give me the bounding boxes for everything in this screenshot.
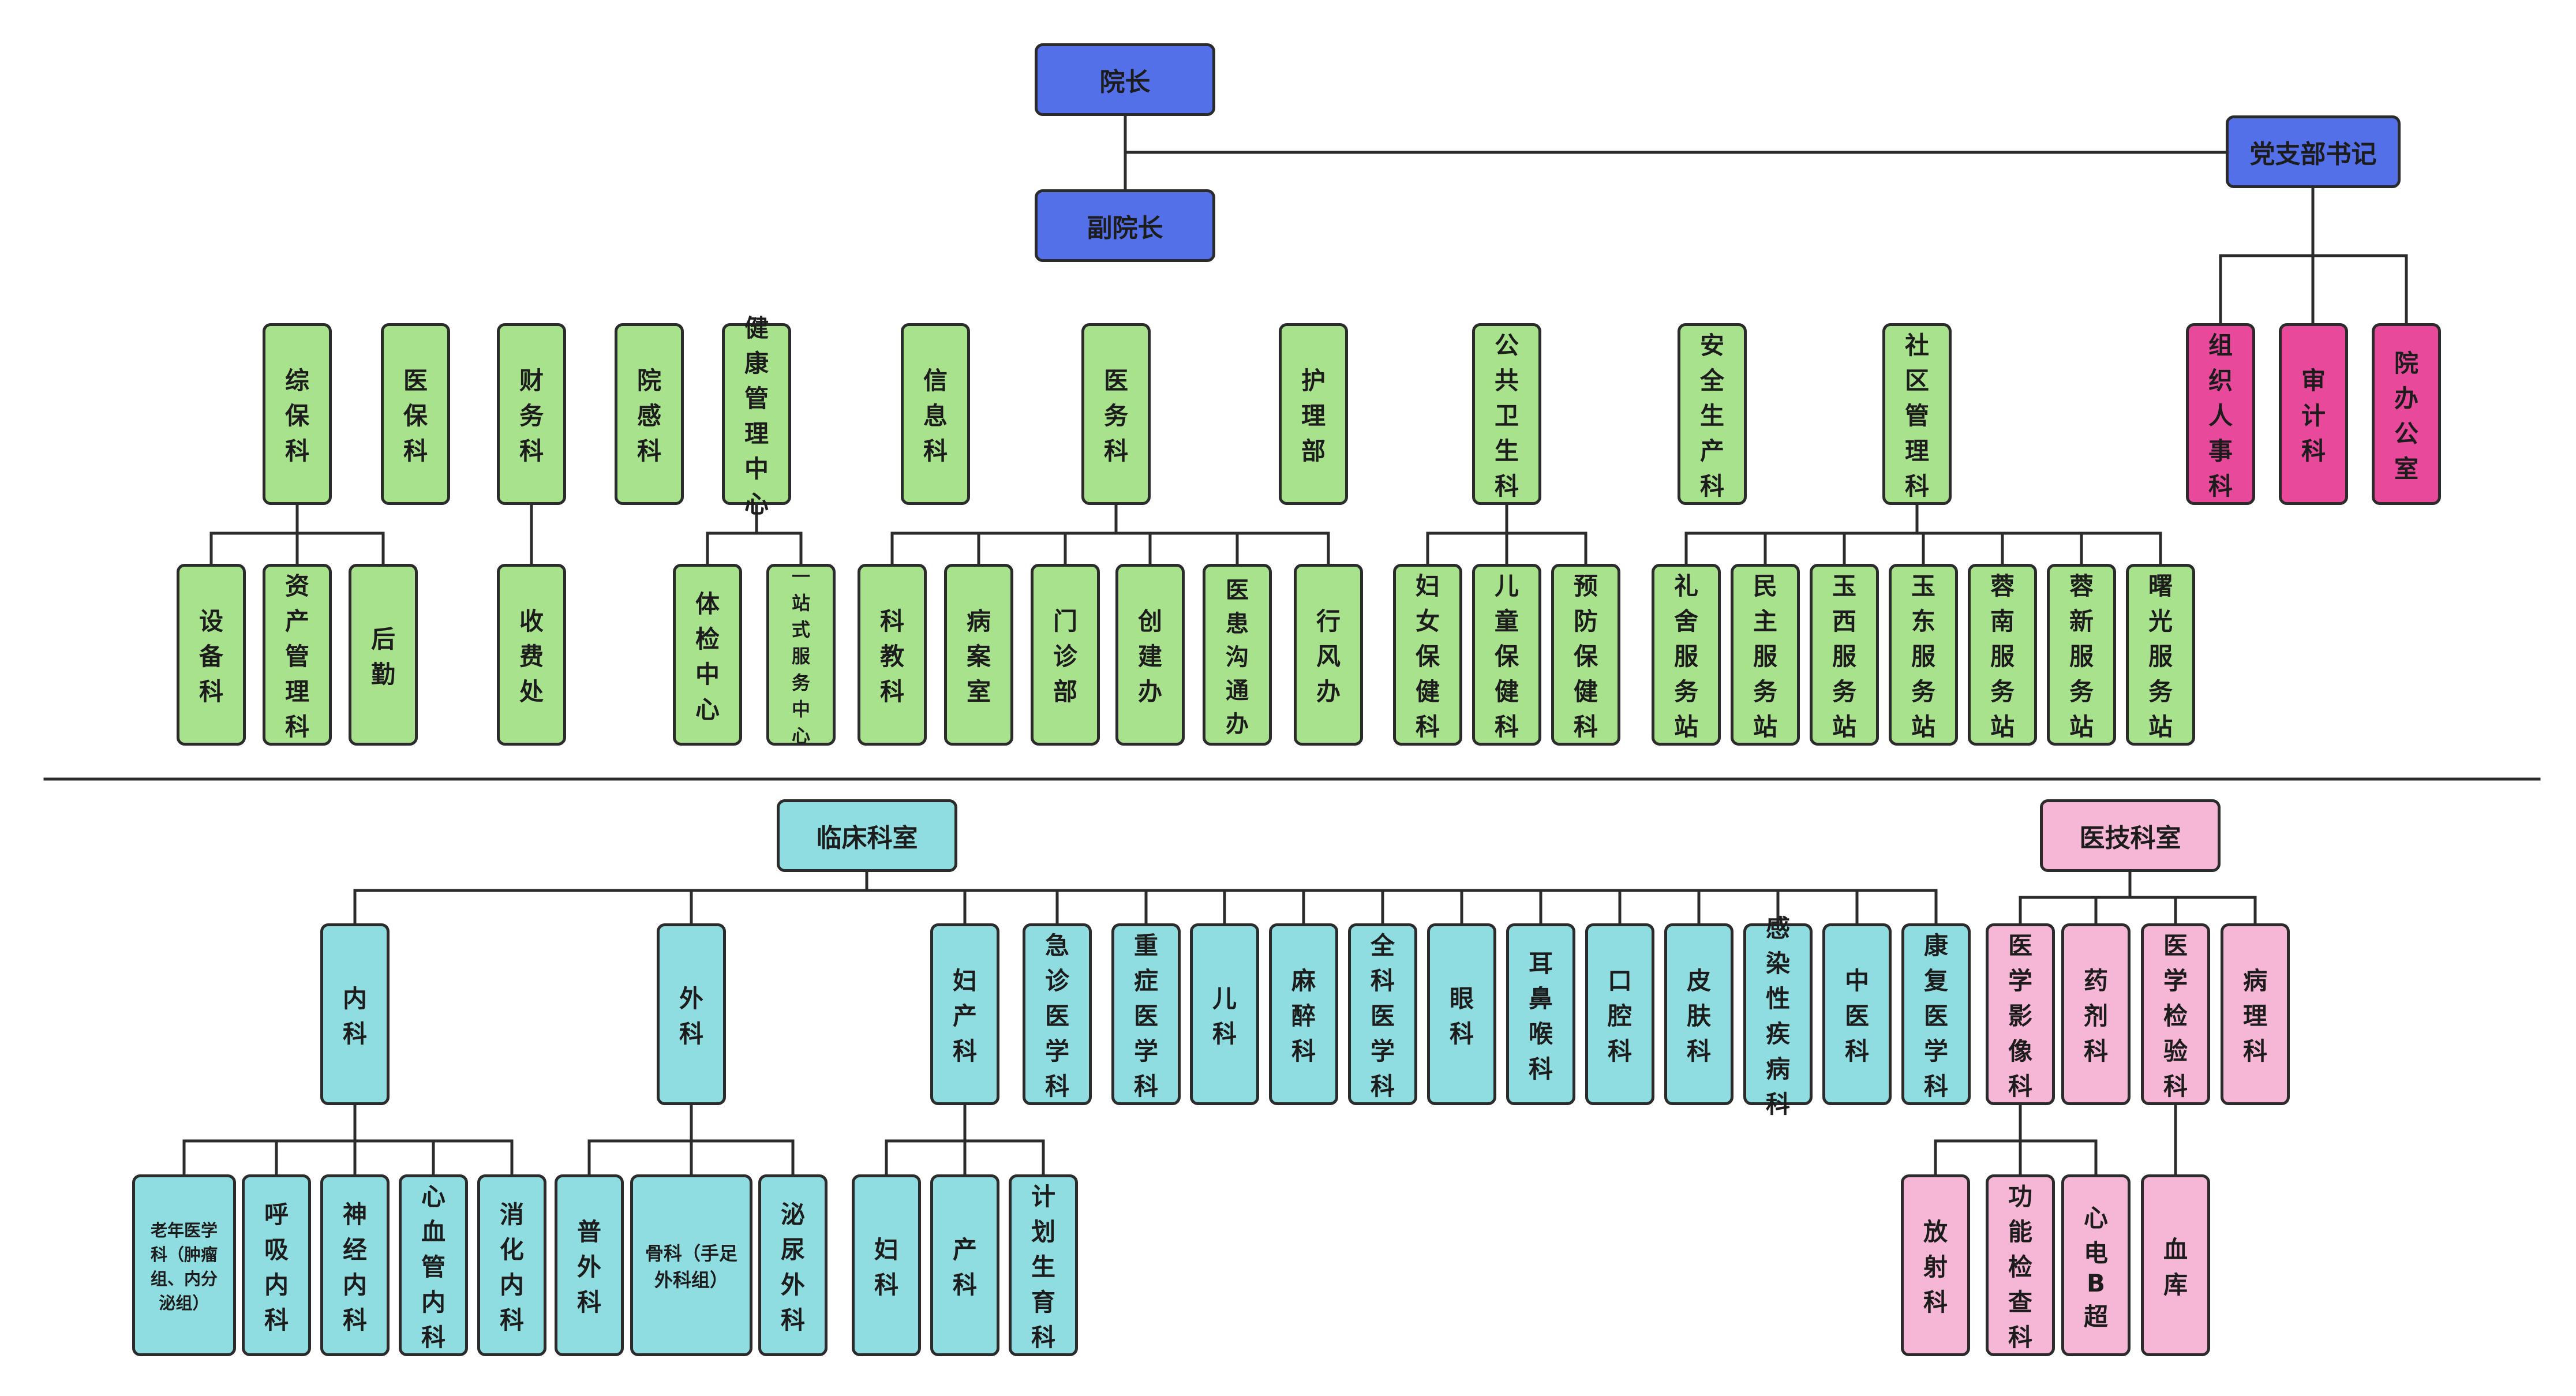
node-vice-president: 副院长 [1035,189,1215,262]
node-menzhen: 门诊部 [1031,564,1100,746]
node-caiwu: 财务科 [497,323,566,505]
node-chuangjian: 创建办 [1115,564,1185,746]
node-yanke: 眼科 [1427,923,1496,1105]
node-yuangan: 院感科 [615,323,684,505]
node-yuanban: 院办公室 [2372,323,2441,505]
node-fuke: 妇科 [852,1174,921,1356]
node-yihuan: 医患沟通办 [1203,564,1272,746]
node-rongxin: 蓉新服务站 [2047,564,2116,746]
node-ganran: 感染性疾病科 [1743,914,1813,1118]
node-yaoji: 药剂科 [2061,923,2131,1105]
node-pifu: 皮肤科 [1664,923,1733,1105]
node-huli: 护理部 [1279,323,1348,505]
node-yiwu: 医务科 [1081,323,1151,505]
node-zichan: 资产管理科 [263,564,332,746]
node-yibao: 医保科 [381,323,450,505]
node-mazui: 麻醉科 [1269,923,1338,1105]
node-shoufei: 收费处 [497,564,566,746]
node-jizhen: 急诊医学科 [1023,923,1092,1105]
node-lishe: 礼舍服务站 [1652,564,1721,746]
node-tijian: 体检中心 [673,564,742,746]
node-bingan: 病案室 [944,564,1013,746]
node-fuchan: 妇产科 [930,923,999,1105]
node-gongneng: 功能检查科 [1986,1174,2055,1356]
node-shenjing: 神经内科 [320,1174,390,1356]
node-yufang: 预防保健科 [1551,564,1620,746]
node-erke: 儿科 [1190,923,1259,1105]
node-funv: 妇女保健科 [1393,564,1462,746]
node-ertong: 儿童保健科 [1472,564,1541,746]
node-yingxiang: 医学影像科 [1986,923,2055,1105]
node-xinxi: 信息科 [901,323,970,505]
node-houqin: 后勤 [349,564,418,746]
node-party-secretary: 党支部书记 [2226,115,2401,188]
node-zhongzheng: 重症医学科 [1111,923,1181,1105]
node-chanke: 产科 [930,1174,999,1356]
node-xinxueguan: 心血管内科 [399,1174,468,1356]
node-quanke: 全科医学科 [1348,923,1417,1105]
node-medtech-root: 医技科室 [2040,799,2221,872]
node-kangfu: 康复医学科 [1901,923,1971,1105]
node-shuguang: 曙光服务站 [2126,564,2195,746]
node-kejiao: 科教科 [858,564,927,746]
node-huxi: 呼吸内科 [242,1174,311,1356]
node-jiankang: 健康管理中心 [722,314,791,518]
node-yudong: 玉东服务站 [1889,564,1958,746]
node-shenji: 审计科 [2279,323,2348,505]
node-zongbao: 综保科 [263,323,332,505]
node-guke: 骨科（手足外科组） [630,1174,752,1356]
node-kouqiang: 口腔科 [1585,923,1654,1105]
node-anquan: 安全生产科 [1678,323,1747,505]
node-shequ: 社区管理科 [1882,323,1952,505]
node-bingli: 病理科 [2221,923,2290,1105]
node-yuxi: 玉西服务站 [1810,564,1879,746]
node-xiaohua: 消化内科 [477,1174,546,1356]
node-minzhu: 民主服务站 [1731,564,1800,746]
node-xueku: 血库 [2141,1174,2210,1356]
node-laonian: 老年医学科（肿瘤组、内分泌组） [132,1174,236,1356]
node-erbihou: 耳鼻喉科 [1506,923,1575,1105]
node-xindian: 心电B超 [2061,1174,2131,1356]
node-miniao: 泌尿外科 [758,1174,828,1356]
node-zhongyi: 中医科 [1822,923,1892,1105]
node-jihua: 计划生育科 [1009,1174,1078,1356]
node-xingfeng: 行风办 [1294,564,1363,746]
node-jianyan: 医学检验科 [2141,923,2210,1105]
node-yizhan: 一站式服务中心 [766,564,836,747]
node-gonggong: 公共卫生科 [1472,323,1541,505]
node-shebei: 设备科 [177,564,246,746]
node-president: 院长 [1035,43,1215,116]
node-waike: 外科 [657,923,726,1105]
node-clinical-root: 临床科室 [777,799,957,872]
node-rongnan: 蓉南服务站 [1968,564,2037,746]
node-zuzhi: 组织人事科 [2186,323,2255,505]
node-neike: 内科 [320,923,390,1105]
node-fangshe: 放射科 [1901,1174,1970,1356]
node-puwai: 普外科 [555,1174,624,1356]
